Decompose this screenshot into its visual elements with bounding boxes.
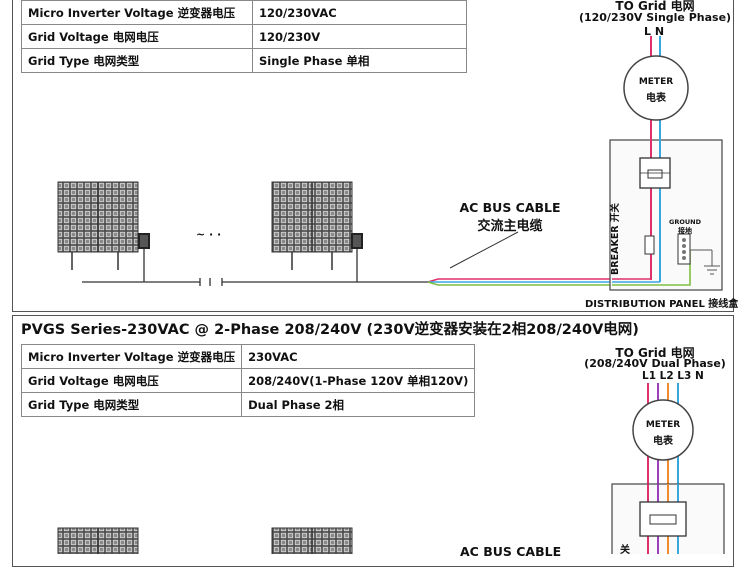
- meter-icon: [623, 55, 689, 121]
- dots-separator: ~ · ·: [196, 228, 222, 241]
- spec-value: 120/230VAC: [252, 0, 467, 25]
- solar-panel-icon: [57, 181, 139, 270]
- line-labels: L1 L2 L3 N: [642, 370, 704, 382]
- cable-label: AC BUS CABLE: [459, 200, 561, 215]
- meter-label: METER: [645, 420, 681, 430]
- breaker-switch-icon: [644, 235, 655, 255]
- meter-icon: [632, 399, 694, 461]
- ground-label-cn: 接地: [678, 227, 692, 235]
- table-row: Grid Type 电网类型 Dual Phase 2相: [20, 392, 476, 417]
- section2-spec-table: Micro Inverter Voltage 逆变器电压 230VAC Grid…: [20, 344, 476, 417]
- panel-label: DISTRIBUTION PANEL 接线盒: [585, 299, 739, 310]
- spec-value: Single Phase 单相: [252, 48, 467, 73]
- grid-title: TO Grid 电网: [615, 0, 695, 13]
- solar-panel-icon: [271, 527, 353, 554]
- ac-bus-cable: [427, 278, 612, 286]
- solar-panel-icon: [57, 527, 139, 554]
- wiring-diagram: [57, 36, 725, 554]
- section2-heading: PVGS Series-230VAC @ 2-Phase 208/240V (2…: [21, 322, 639, 338]
- table-row: Grid Voltage 电网电压 208/240V(1-Phase 120V …: [20, 368, 476, 393]
- meter-label: METER: [638, 77, 674, 87]
- breaker-label: BREAKER 开关: [610, 203, 621, 275]
- spec-label: Grid Voltage 电网电压: [21, 24, 253, 49]
- spec-value: 230VAC: [241, 344, 476, 369]
- table-row: Grid Type 电网类型 Single Phase 单相: [21, 48, 467, 73]
- spec-label: Micro Inverter Voltage 逆变器电压: [21, 0, 253, 25]
- meter-label-cn: 电表: [646, 93, 666, 104]
- solar-panel-icon: [271, 181, 353, 270]
- cable-label-cn: 交流主电缆: [477, 219, 543, 234]
- spec-label: Grid Voltage 电网电压: [20, 368, 243, 393]
- cable-pointer: [449, 231, 519, 269]
- earth-symbol-icon: [690, 249, 720, 275]
- section1-spec-table: Micro Inverter Voltage 逆变器电压 120/230VAC …: [21, 0, 467, 73]
- meter-label-cn: 电表: [653, 436, 673, 447]
- spec-value: Dual Phase 2相: [241, 392, 476, 417]
- bus-wiring: [82, 249, 428, 286]
- table-row: Micro Inverter Voltage 逆变器电压 120/230VAC: [21, 0, 467, 25]
- grid-subtitle: (208/240V Dual Phase): [584, 357, 726, 370]
- spec-label: Grid Type 电网类型: [21, 48, 253, 73]
- ground-bar-icon: [677, 233, 691, 265]
- cable-label: AC BUS CABLE: [460, 544, 562, 559]
- grid-subtitle: (120/230V Single Phase): [578, 11, 732, 24]
- line-labels: L N: [644, 25, 665, 38]
- breaker-label-partial: 关: [620, 545, 630, 556]
- ground-label: GROUND: [669, 218, 701, 226]
- breaker-icon: [639, 157, 671, 189]
- micro-inverter-icon: [138, 233, 150, 249]
- breaker-icon: [639, 501, 687, 537]
- spec-label: Grid Type 电网类型: [20, 392, 243, 417]
- micro-inverter-icon: [351, 233, 363, 249]
- grid-title: TO Grid 电网: [615, 346, 695, 360]
